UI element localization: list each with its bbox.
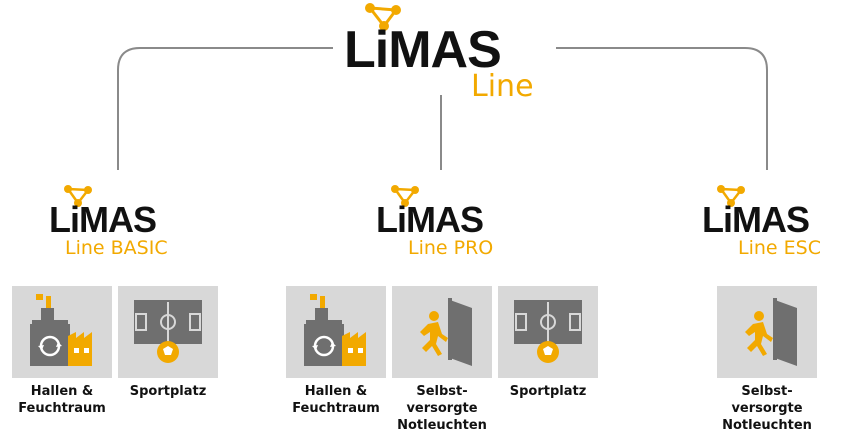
tile-label-line: Feuchtraum [292, 401, 380, 416]
tile-label-line: versorgte [406, 401, 478, 416]
product-logo-basic-brand: LiMAS [49, 199, 157, 240]
main-logo-line: Line [471, 69, 534, 104]
main-logo: LiMAS Line [340, 0, 540, 108]
tile-selbstversorgte-notleuchten-pro [392, 286, 492, 378]
tile-label-hallen-feuchtraum-basic: Hallen & Feuchtraum [8, 383, 116, 417]
tile-label-hallen-feuchtraum-pro: Hallen & Feuchtraum [282, 383, 390, 417]
tile-sportplatz-pro [498, 286, 598, 378]
product-logo-esc: LiMAS Line ESC [698, 182, 838, 262]
tile-label-line: Sportplatz [509, 384, 587, 399]
network-molecule-icon [64, 185, 92, 207]
product-logo-esc-brand: LiMAS [702, 199, 810, 240]
network-molecule-icon [365, 3, 401, 31]
product-logo-pro-brand: LiMAS [376, 199, 484, 240]
tile-label-sportplatz-pro: Sportplatz [494, 383, 602, 400]
tile-label-selbstversorgte-notleuchten-pro: Selbst- versorgte Notleuchten [388, 383, 496, 434]
product-logo-basic-line: Line BASIC [65, 237, 168, 259]
tile-label-line: Notleuchten [722, 418, 812, 433]
factory-icon [30, 294, 92, 366]
sports-field-icon [514, 300, 582, 363]
network-molecule-icon [391, 185, 419, 207]
tile-label-line: Selbst- [416, 384, 468, 399]
tile-label-line: Hallen & [30, 384, 94, 399]
product-logo-esc-line: Line ESC [738, 237, 821, 259]
factory-icon [304, 294, 366, 366]
tile-label-line: Notleuchten [397, 418, 487, 433]
tile-label-line: versorgte [731, 401, 803, 416]
connector-right [556, 47, 768, 170]
tile-label-line: Sportplatz [129, 384, 207, 399]
emergency-exit-icon [745, 298, 797, 366]
main-logo-brand: LiMAS [344, 21, 502, 79]
tile-hallen-feuchtraum-basic [12, 286, 112, 378]
emergency-exit-icon [420, 298, 472, 366]
tile-hallen-feuchtraum-pro [286, 286, 386, 378]
tile-label-line: Hallen & [304, 384, 368, 399]
tile-label-line: Feuchtraum [18, 401, 106, 416]
tile-label-selbstversorgte-notleuchten-esc: Selbst- versorgte Notleuchten [713, 383, 821, 434]
product-logo-basic: LiMAS Line BASIC [45, 182, 185, 262]
tile-sportplatz-basic [118, 286, 218, 378]
tile-label-sportplatz-basic: Sportplatz [114, 383, 222, 400]
product-logo-pro: LiMAS Line PRO [372, 182, 512, 262]
network-molecule-icon [717, 185, 745, 207]
tile-label-line: Selbst- [741, 384, 793, 399]
connector-left [117, 47, 333, 170]
product-logo-pro-line: Line PRO [408, 237, 494, 259]
tile-selbstversorgte-notleuchten-esc [717, 286, 817, 378]
sports-field-icon [134, 300, 202, 363]
